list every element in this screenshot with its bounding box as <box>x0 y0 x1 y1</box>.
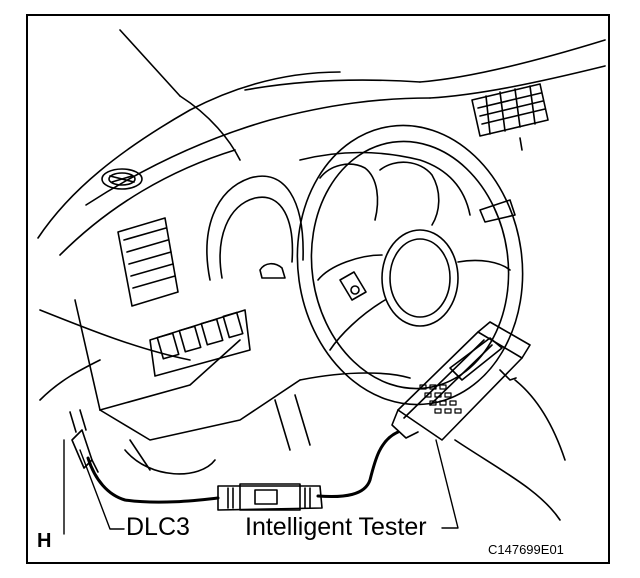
dashboard-drawing <box>37 29 606 521</box>
intelligent-tester-device <box>391 321 531 441</box>
intelligent-tester-label: Intelligent Tester <box>245 513 427 541</box>
view-marker: H <box>37 530 52 552</box>
leader-lines <box>63 439 459 535</box>
figure-code: C147699E01 <box>488 542 564 557</box>
dlc3-connector <box>69 409 99 473</box>
cable-adapter <box>86 430 400 511</box>
dlc3-label: DLC3 <box>126 513 190 541</box>
figure-frame <box>26 14 610 564</box>
